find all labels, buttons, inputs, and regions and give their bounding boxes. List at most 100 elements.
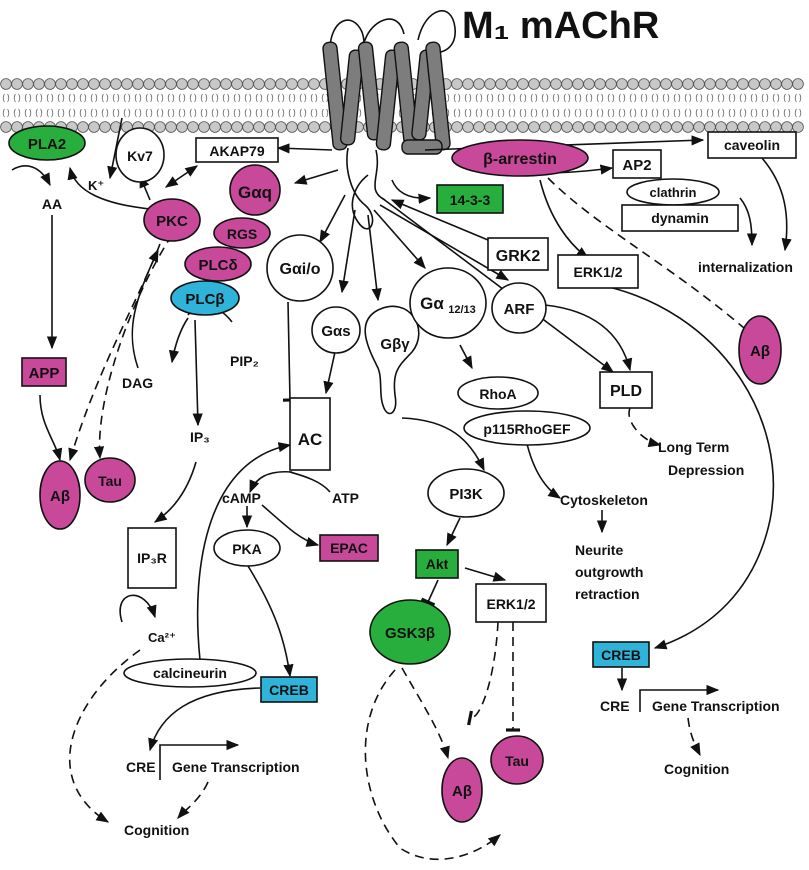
lipid-tail (2, 93, 5, 103)
ip3-label: IP₃ (190, 429, 210, 445)
lipid-tail (260, 108, 263, 118)
lipid-tail (304, 108, 307, 118)
lipid-head (770, 78, 782, 90)
lipid-head (231, 78, 243, 90)
lipid-head (528, 121, 540, 133)
lipid-tail (557, 93, 560, 103)
lipid-tail (117, 108, 120, 118)
lipid-tail (233, 93, 236, 103)
gsk3b-node (369, 599, 451, 665)
lipid-tail (623, 93, 626, 103)
plcb-label: PLCβ (185, 291, 224, 308)
lipid-head (748, 78, 760, 90)
lipid-tail (513, 108, 516, 118)
lipid-tail (112, 108, 115, 118)
lipid-head (209, 121, 221, 133)
lipid-head (66, 78, 78, 90)
lipid-tail (282, 93, 285, 103)
abeta-label-middle: Aβ (452, 783, 472, 800)
lipid-tail (579, 108, 582, 118)
lipid-tail (678, 93, 681, 103)
pathway-arrows (11, 117, 792, 861)
lipid-tail (73, 108, 76, 118)
lipid-tail (244, 93, 247, 103)
lipid-tail (299, 108, 302, 118)
lipid-head (726, 78, 738, 90)
lipid-head (44, 78, 56, 90)
lipid-tail (288, 108, 291, 118)
lipid-head (220, 121, 232, 133)
lipid-tail (447, 93, 450, 103)
lipid-tail (728, 108, 731, 118)
lipid-tail (68, 93, 71, 103)
lipid-tail (519, 108, 522, 118)
lipid-tail (502, 93, 505, 103)
lipid-tail (651, 108, 654, 118)
lipid-tail (304, 93, 307, 103)
lipid-head (792, 78, 804, 90)
lipid-head (88, 121, 100, 133)
lipid-tail (684, 108, 687, 118)
lipid-tail (469, 108, 472, 118)
lipid-tail (733, 93, 736, 103)
neurite-label-1: Neurite (575, 542, 623, 558)
pla2-label: PLA2 (28, 136, 66, 153)
lipid-tail (689, 108, 692, 118)
m1-receptor-helices (322, 10, 456, 230)
gaq-label: Gαq (238, 183, 272, 202)
ltd-label-2: Depression (668, 462, 744, 478)
lipid-head (286, 78, 298, 90)
lipid-tail (255, 93, 258, 103)
lipid-tail (134, 93, 137, 103)
creb-node-left (260, 676, 318, 703)
lipid-tail (13, 93, 16, 103)
lipid-tail (772, 108, 775, 118)
lipid-tail (453, 93, 456, 103)
lipid-tail (7, 93, 10, 103)
lipid-tail (84, 108, 87, 118)
lipid-tail (194, 108, 197, 118)
lipid-tail (161, 93, 164, 103)
lipid-tail (612, 93, 615, 103)
grk2-node (487, 237, 549, 271)
lipid-tail (139, 93, 142, 103)
lipid-tail (612, 108, 615, 118)
lipid-head (77, 78, 89, 90)
ip3r-node (127, 527, 177, 589)
lipid-tail (695, 108, 698, 118)
lipid-tail (546, 108, 549, 118)
lipid-tail (766, 108, 769, 118)
lipid-tail (73, 93, 76, 103)
lipid-tail (128, 108, 131, 118)
ggamma-label: Gβγ (380, 336, 410, 353)
lipid-head (77, 121, 89, 133)
lipid-head (242, 121, 254, 133)
lipid-head (176, 121, 188, 133)
lipid-head (682, 121, 694, 133)
rgs-node (213, 217, 271, 249)
gaio-label: Gαi/o (280, 261, 321, 278)
neurite-label-3: retraction (575, 586, 640, 602)
beta-arrestin-node (451, 139, 589, 177)
lipid-tail (585, 108, 588, 118)
lipid-tail (79, 93, 82, 103)
lipid-tail (629, 108, 632, 118)
lipid-head (165, 121, 177, 133)
lipid-tail (216, 108, 219, 118)
lipid-tail (293, 93, 296, 103)
lipid-tail (260, 93, 263, 103)
lipid-tail (590, 93, 593, 103)
abeta-node-left (39, 460, 81, 530)
lipid-tail (689, 93, 692, 103)
lipid-tail (183, 93, 186, 103)
lipid-tail (530, 108, 533, 118)
arf-node (491, 282, 547, 334)
cre-label-left: CRE (126, 759, 156, 775)
lipid-tail (607, 93, 610, 103)
calcineurin-label: calcineurin (153, 665, 227, 681)
lipid-tail (227, 108, 230, 118)
lipid-tail (29, 108, 32, 118)
lipid-head (495, 121, 507, 133)
lipid-tail (530, 93, 533, 103)
creb-label-right: CREB (601, 647, 641, 663)
